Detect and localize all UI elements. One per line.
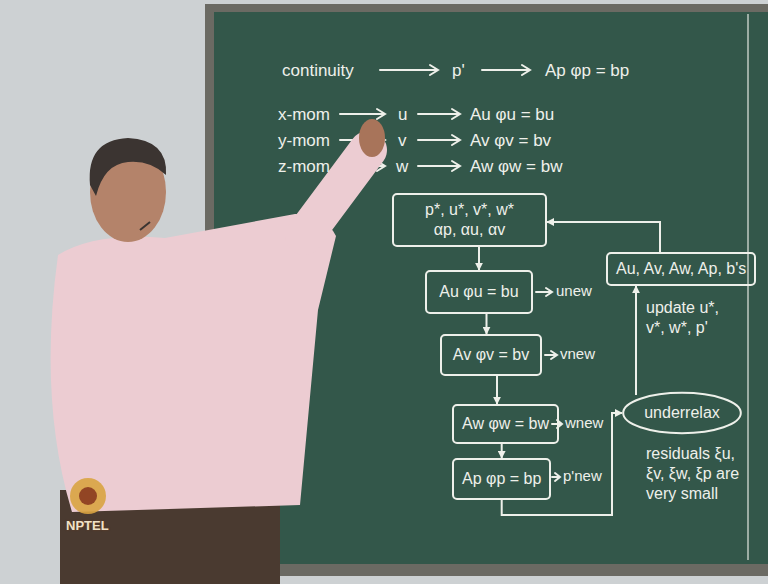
equation-box: Aw φw = bw: [470, 156, 562, 177]
lecturer-figure: [51, 119, 385, 584]
equation: Av φv = bv: [470, 130, 551, 151]
variable-name-box: p': [452, 60, 465, 81]
flow-arrow: [486, 314, 488, 334]
equation-name-box: continuity: [282, 60, 354, 81]
logo-text: NPTEL: [66, 518, 109, 534]
equation-box: Au φu = bu: [470, 104, 554, 125]
node-text: Aw φw = bw: [462, 414, 549, 434]
node-text: underrelax: [644, 403, 720, 423]
node-text: Au, Av, Aw, Ap, b's: [616, 259, 746, 279]
output-variable-box: p'new: [563, 467, 602, 486]
update-note-box: update u*, v*, w*, p': [646, 298, 742, 338]
chalk-arrows: [340, 65, 562, 481]
equation-name-box: x-mom: [278, 104, 330, 125]
process-box: Aw φw = bw: [452, 404, 559, 444]
node-text: Au φu = bu: [439, 282, 518, 302]
equation-name-box: y-mom: [278, 130, 330, 151]
flow-arrow: [501, 444, 503, 458]
output-variable: vnew: [560, 345, 595, 364]
node-text: αp, αu, αv: [434, 220, 505, 240]
node-text: p*, u*, v*, w*: [425, 200, 514, 220]
equation-name: y-mom: [278, 130, 330, 151]
variable-name: v: [398, 130, 407, 151]
equation-box: Av φv = bv: [470, 130, 551, 151]
output-variable: wnew: [565, 414, 603, 433]
flow-arrow: [496, 376, 498, 404]
coefficient-box: Au, Av, Aw, Ap, b's: [606, 252, 756, 286]
variable-name: u: [398, 104, 407, 125]
variable-name-box: w: [396, 156, 408, 177]
residuals-note-box: residuals ξu, ξv, ξw, ξp are very small: [646, 444, 746, 504]
board-edge-line: [747, 14, 749, 560]
residuals-note: residuals ξu, ξv, ξw, ξp are very small: [646, 444, 746, 504]
process-box: Au φu = bu: [425, 270, 533, 314]
process-box: Ap φp = bp: [452, 458, 551, 500]
flow-arrow: [547, 222, 660, 252]
equation: Au φu = bu: [470, 104, 554, 125]
ellipse-shape: [623, 393, 741, 433]
equation: Aw φw = bw: [470, 156, 562, 177]
variable-name: w: [396, 156, 408, 177]
flow-arrow: [635, 286, 637, 395]
variable-name-box: v: [398, 130, 407, 151]
node-text: Ap φp = bp: [462, 469, 541, 489]
output-variable-box: wnew: [565, 414, 603, 433]
start-box: p*, u*, v*, w*αp, αu, αv: [392, 193, 547, 247]
equation-box: Ap φp = bp: [545, 60, 629, 81]
output-variable: unew: [556, 282, 592, 301]
update-note: update u*, v*, w*, p': [646, 298, 742, 338]
node-text: Av φv = bv: [453, 345, 529, 365]
output-variable-box: vnew: [560, 345, 595, 364]
equation-name-box: z-mom: [278, 156, 330, 177]
variable-name: p': [452, 60, 465, 81]
equation-name: continuity: [282, 60, 354, 81]
equation-name: z-mom: [278, 156, 330, 177]
underrelax-ellipse: underrelax: [622, 392, 742, 434]
variable-name-box: u: [398, 104, 407, 125]
output-variable: p'new: [563, 467, 602, 486]
output-variable-box: unew: [556, 282, 592, 301]
equation: Ap φp = bp: [545, 60, 629, 81]
flow-arrow: [478, 247, 480, 270]
logo-text-box: NPTEL: [66, 518, 109, 534]
equation-name: x-mom: [278, 104, 330, 125]
process-box: Av φv = bv: [440, 334, 542, 376]
